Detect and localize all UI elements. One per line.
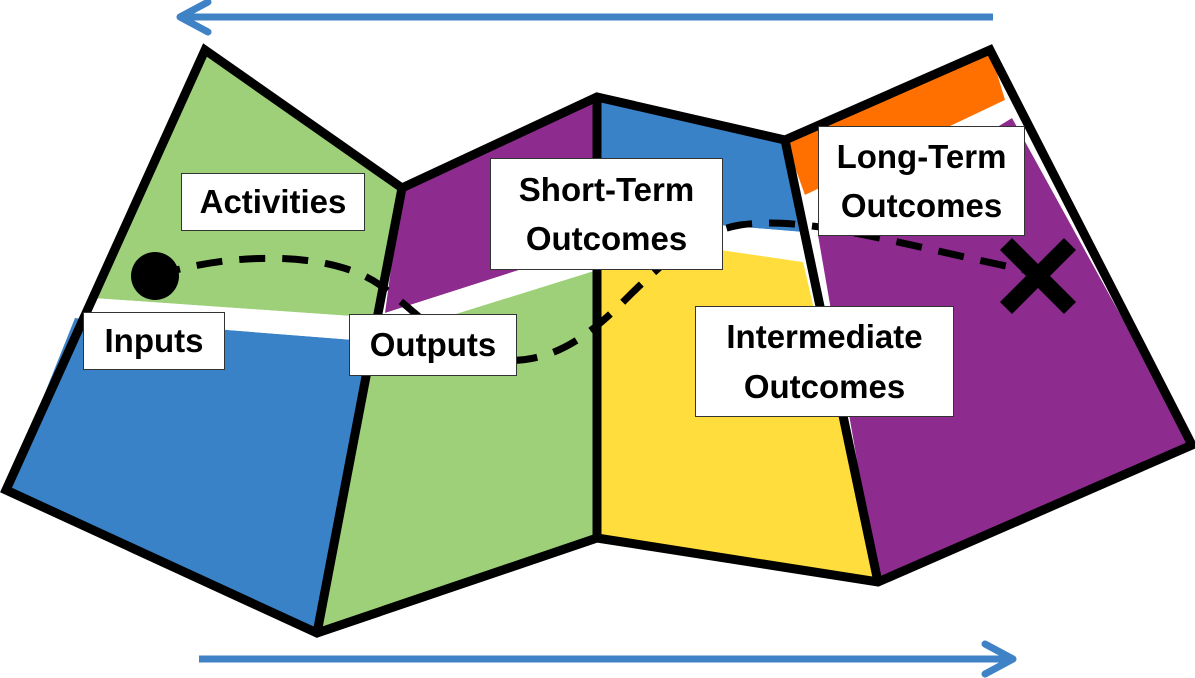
- label-short-term-outcomes: Short-Term Outcomes: [490, 158, 723, 270]
- destination-x-icon: [999, 237, 1077, 315]
- map-outline: [0, 43, 1195, 638]
- label-long-term-outcomes: Long-Term Outcomes: [818, 126, 1025, 236]
- label-outputs: Outputs: [349, 314, 517, 376]
- label-intermediate-outcomes: Intermediate Outcomes: [695, 306, 954, 417]
- top-arrow-left-icon: [176, 0, 993, 36]
- dashed-route-path: [153, 219, 1036, 364]
- bottom-arrow-right-icon: [199, 640, 1017, 678]
- label-inputs: Inputs: [83, 312, 225, 370]
- start-circle-icon: [131, 252, 179, 300]
- label-activities: Activities: [181, 173, 365, 231]
